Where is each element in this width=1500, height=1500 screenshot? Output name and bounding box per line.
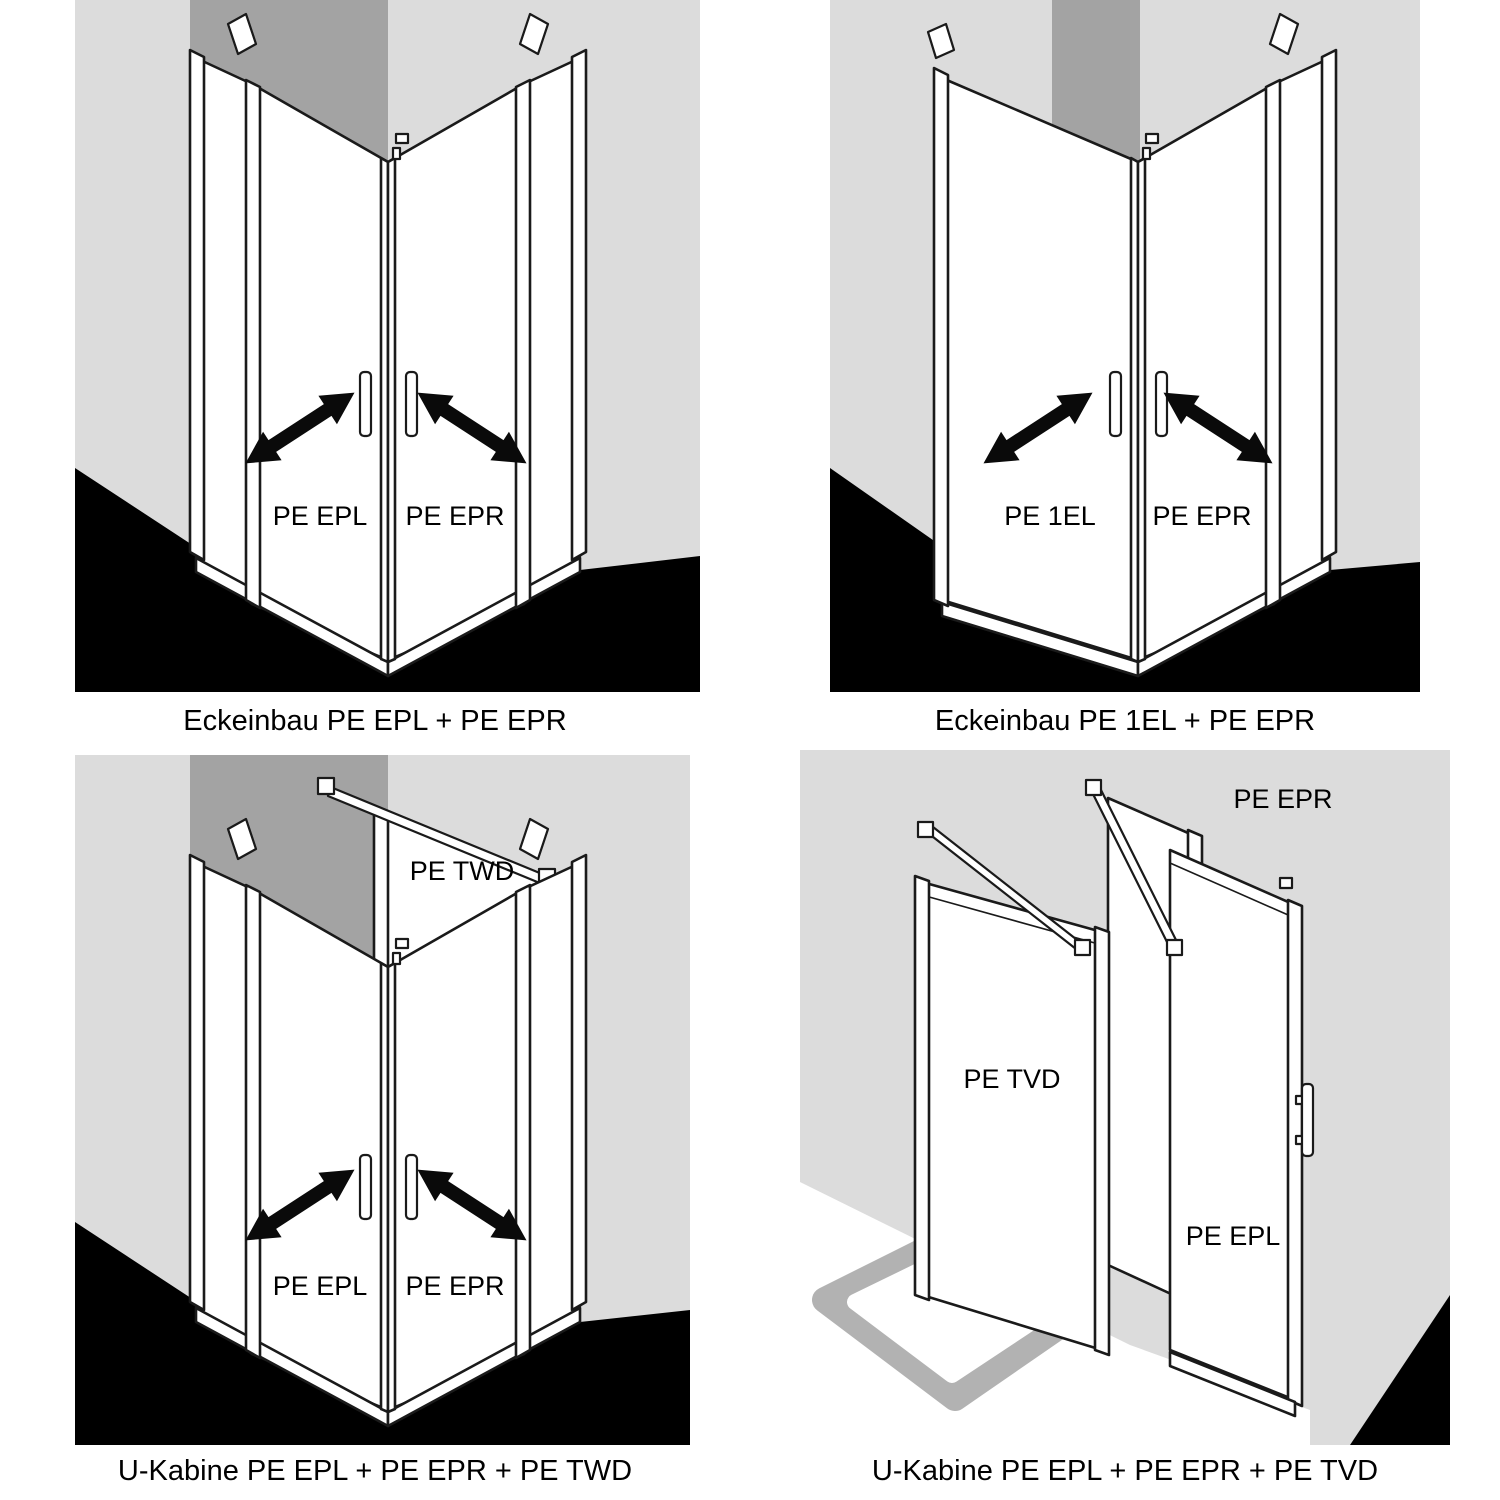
hinge-post-left	[244, 78, 262, 610]
hinge-post-right	[514, 883, 532, 1360]
swing-arrow-left	[245, 1169, 355, 1241]
drawing-corner-door-and-door: PE 1EL PE EPR	[830, 0, 1420, 692]
corner-clip-bottom	[1141, 146, 1152, 161]
tvd-post-left	[913, 874, 931, 1302]
wall-post-right	[1320, 48, 1338, 562]
corner-shadow	[190, 755, 388, 970]
swing-arrow-right	[417, 392, 527, 464]
label-side-panel: PE TVD	[963, 1064, 1060, 1094]
drawing-corner-two-doors: PE EPL PE EPR	[75, 0, 700, 692]
label-side-panel: PE TWD	[410, 856, 515, 886]
top-bracket-left	[226, 817, 258, 861]
diagram-eckeinbau-1el-epr: PE 1EL PE EPR Eckeinbau PE 1EL + PE EPR	[750, 0, 1500, 750]
handle-left	[1108, 370, 1123, 438]
corner-clip-top	[1144, 132, 1160, 145]
door-top-hook	[1278, 876, 1294, 890]
twd-corner-post	[372, 806, 390, 978]
twd-bar-clamp-left	[316, 776, 336, 796]
corner-clip-top	[394, 937, 410, 950]
wall-post-left	[932, 66, 950, 608]
top-bracket-left	[926, 22, 956, 60]
label-right-door: PE EPR	[405, 1271, 504, 1301]
diagram-ukabine-epl-epr-twd: PE TWD PE EPL PE EPR U-Kabine PE EPL + P…	[0, 750, 750, 1500]
diagram-ukabine-epl-epr-tvd: PE EPR PE TVD PE EPL U-Kabine PE EPL + P…	[750, 750, 1500, 1500]
floor-dark-corner	[1350, 1295, 1450, 1445]
hinge-post-left	[244, 883, 262, 1360]
bar-clamp-wall-left	[916, 820, 935, 839]
bar-clamp-panel-right	[1165, 938, 1184, 957]
door-epl-post	[1286, 898, 1304, 1408]
label-right-door: PE EPR	[1152, 501, 1251, 531]
door-left	[250, 887, 390, 1412]
handle-left	[358, 370, 373, 438]
handle-right	[404, 1153, 419, 1221]
label-right-door: PE EPR	[405, 501, 504, 531]
caption-eckeinbau-epl-epr: Eckeinbau PE EPL + PE EPR	[183, 705, 567, 737]
hinge-post-right	[514, 78, 532, 610]
top-bracket-right	[518, 12, 550, 56]
door-epl-sill	[1168, 1350, 1297, 1418]
door-handle	[1300, 1082, 1315, 1158]
top-bracket-right	[518, 817, 550, 861]
wall-post-left	[188, 48, 206, 562]
floor-right	[388, 1310, 690, 1445]
bar-clamp-wall-right	[1084, 778, 1103, 797]
door-epl-top-line	[1169, 862, 1296, 919]
handle-left	[358, 1153, 373, 1221]
wall-post-left	[188, 853, 206, 1312]
floor-right	[388, 556, 700, 692]
label-back-panel: PE EPR	[1233, 784, 1332, 814]
center-post-right	[1136, 156, 1147, 664]
corner-shadow	[1052, 0, 1140, 163]
corner-clip-bottom	[391, 951, 402, 966]
label-left-door: PE EPL	[273, 1271, 368, 1301]
drawing-u-cabin-tvd: PE EPR PE TVD PE EPL	[800, 750, 1450, 1445]
caption-ukabine-epl-epr-twd: U-Kabine PE EPL + PE EPR + PE TWD	[117, 1455, 633, 1487]
caption-ukabine-epl-epr-tvd: U-Kabine PE EPL + PE EPR + PE TVD	[871, 1455, 1379, 1487]
floor-right	[1138, 562, 1420, 692]
door-left	[940, 76, 1140, 662]
tvd-post-right	[1093, 925, 1111, 1357]
swing-arrow-right	[1163, 392, 1273, 464]
hinge-post-right	[1264, 78, 1282, 610]
swing-arrow-right	[417, 1169, 527, 1241]
swing-arrow-left	[245, 392, 355, 464]
center-post-right	[386, 961, 397, 1414]
label-left-door: PE 1EL	[1004, 501, 1096, 531]
handle-right	[1154, 370, 1169, 438]
wall-post-right	[570, 853, 588, 1312]
door-right	[386, 887, 526, 1412]
wall-post-right	[570, 48, 588, 562]
handle-right	[404, 370, 419, 438]
center-post-right	[386, 156, 397, 664]
top-bracket-left	[226, 12, 258, 56]
label-door: PE EPL	[1186, 1221, 1281, 1251]
corner-clip-top	[394, 132, 410, 145]
diagram-eckeinbau-epl-epr: PE EPL PE EPR Eckeinbau PE EPL + PE EPR	[0, 0, 750, 750]
label-left-door: PE EPL	[273, 501, 368, 531]
top-bracket-right	[1268, 12, 1300, 56]
door-epl	[1168, 848, 1297, 1402]
bar-clamp-panel-left	[1073, 938, 1092, 957]
swing-arrow-left	[983, 392, 1093, 464]
caption-eckeinbau-1el-epr: Eckeinbau PE 1EL + PE EPR	[934, 705, 1316, 737]
drawing-u-cabin-twd: PE TWD PE EPL PE EPR	[75, 755, 690, 1445]
corner-clip-bottom	[391, 146, 402, 161]
